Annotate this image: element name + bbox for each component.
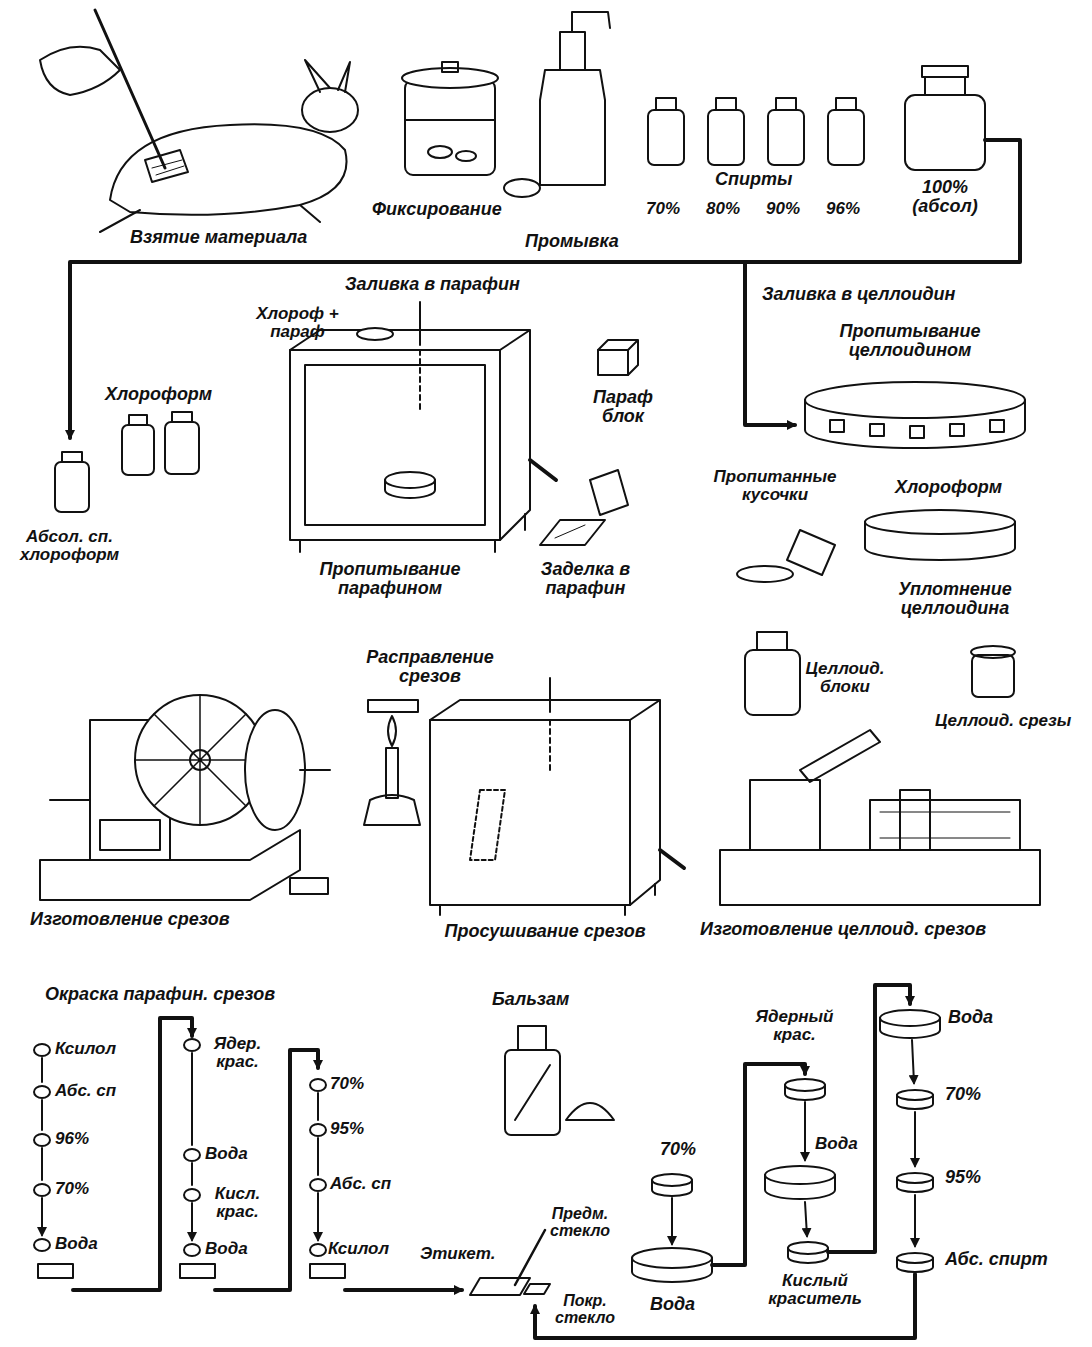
label: Пропитывание парафином <box>300 560 480 599</box>
label: 90% <box>766 200 800 218</box>
label: 100% (абсол) <box>900 178 990 217</box>
label: Ядер. крас. <box>205 1035 270 1072</box>
label: 95% <box>330 1120 364 1138</box>
label: Покр. стекло <box>555 1292 615 1327</box>
label: 96% <box>55 1130 89 1148</box>
label: Целлоид. блоки <box>805 660 885 697</box>
label: Вода <box>55 1235 98 1253</box>
label: Вода <box>205 1145 248 1163</box>
label: Абс. сп <box>55 1082 116 1100</box>
label: Спирты <box>715 170 792 189</box>
label: Окраска парафин. срезов <box>45 985 275 1004</box>
label: Хлороформ <box>105 385 212 404</box>
label: Абс. спирт <box>945 1250 1048 1269</box>
label: Хлороф + параф <box>255 305 340 342</box>
label: 70% <box>646 200 680 218</box>
label: Параф блок <box>588 388 658 427</box>
label: Расправление срезов <box>355 648 505 687</box>
label: 70% <box>945 1085 981 1104</box>
label: Ксилол <box>55 1040 116 1058</box>
label: Кислый краситель <box>750 1272 880 1309</box>
label: 95% <box>945 1168 981 1187</box>
label: Кисл. крас. <box>205 1185 270 1222</box>
label: Предм. стекло <box>550 1205 610 1240</box>
label: Заливка в парафин <box>345 275 520 294</box>
label: 80% <box>706 200 740 218</box>
label: Этикет. <box>420 1245 495 1263</box>
label: Фиксирование <box>372 200 502 219</box>
label: 96% <box>826 200 860 218</box>
label: Пропитанные кусочки <box>705 468 845 505</box>
label: Заливка в целлоидин <box>762 285 955 304</box>
label: Бальзам <box>492 990 569 1009</box>
label: 70% <box>55 1180 89 1198</box>
label: Абсол. сп. хлороформ <box>12 528 127 565</box>
label: Пропитывание целлоидином <box>810 322 1010 361</box>
label: Вода <box>815 1135 858 1153</box>
label: Заделка в парафин <box>528 560 643 599</box>
label: 70% <box>330 1075 364 1093</box>
label: Взятие материала <box>130 228 307 247</box>
label: Просушивание срезов <box>440 922 650 941</box>
label: Вода <box>650 1295 695 1314</box>
label: Целлоид. срезы <box>935 712 1071 730</box>
label: Промывка <box>525 232 619 251</box>
label: 70% <box>660 1140 696 1159</box>
label: Уплотнение целлоидина <box>875 580 1035 619</box>
label: Изготовление срезов <box>30 910 230 929</box>
label: Изготовление целлоид. срезов <box>700 920 986 939</box>
label: Абс. сп <box>330 1175 391 1193</box>
label: Ксилол <box>328 1240 389 1258</box>
label: Вода <box>205 1240 248 1258</box>
label: Ядерный крас. <box>752 1008 837 1045</box>
label: Вода <box>948 1008 993 1027</box>
label: Хлороформ <box>895 478 1002 497</box>
